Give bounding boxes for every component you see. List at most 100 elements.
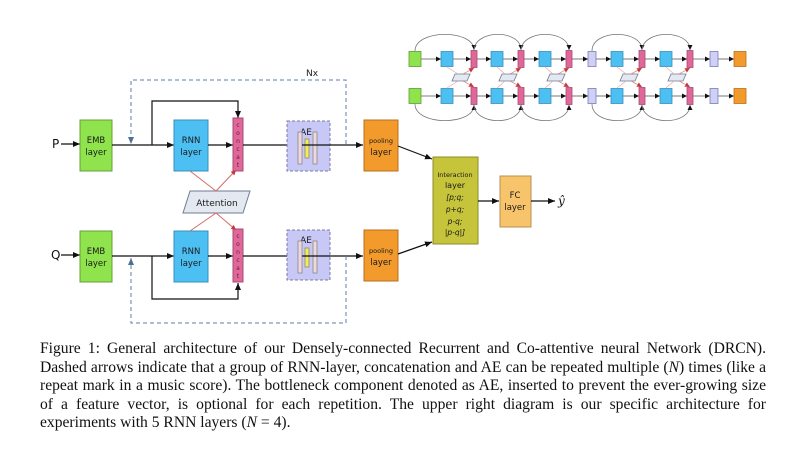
mini-rnn-block [659, 51, 673, 67]
mini-attention-block [498, 73, 518, 82]
rnn-layer-q-line2: layer [180, 259, 202, 269]
ae-bar-right-p [312, 131, 318, 165]
mini-attention-arrow [462, 67, 475, 75]
input-q-label: Q [51, 248, 60, 262]
mini-attention-arrow [557, 80, 570, 88]
ae-bar-center-q [304, 247, 310, 268]
mini-attention-arrow [678, 80, 691, 88]
concat-q-letters: concat [236, 233, 240, 280]
mini-attention-block [667, 73, 687, 82]
mini-rnn-block [538, 88, 552, 104]
skip-connection-q [151, 256, 241, 300]
caption-n-symbol: N [668, 358, 680, 376]
caption-label: Figure 1: [40, 340, 100, 357]
rnn-layer-p-line2: layer [180, 148, 202, 158]
concat-letter: c [236, 146, 239, 153]
emb-layer-q [79, 230, 113, 283]
fc-layer-line2: layer [504, 203, 526, 213]
attention-module: Attention [182, 169, 251, 232]
mini-attention-block [546, 73, 566, 82]
concat-letter: c [236, 233, 239, 240]
rnn-layer-p [173, 119, 209, 172]
rnn-layer-q [173, 230, 209, 283]
mini-skip-arc [414, 34, 477, 52]
attention-arrow-concat-q [215, 212, 237, 231]
mini-ae-block [709, 51, 719, 67]
mini-rnn-block [490, 88, 504, 104]
caption-text-1: General architecture of our Densely-conn… [40, 340, 766, 376]
ae-label-p: AE [300, 128, 312, 138]
fc-layer-line1: FC [510, 191, 521, 201]
pooling-layer-q-line1: pooling [369, 247, 393, 255]
interaction-op-1: p+q; [445, 205, 464, 214]
interaction-layer-title1: Interaction [437, 171, 472, 179]
mini-skip-arc [473, 103, 524, 122]
mini-concat-block [638, 50, 646, 68]
ae-label-q: AE [300, 236, 312, 246]
mini-concat-block [470, 50, 478, 68]
mini-emb-block [408, 88, 422, 104]
mini-attention-line [616, 66, 627, 75]
attention-arrow-concat-p [215, 169, 237, 192]
concat-letter: c [236, 257, 239, 264]
mini-ae-block [587, 51, 597, 67]
emb-layer-p-line1: EMB [87, 136, 106, 146]
concat-letter: a [236, 154, 240, 161]
mini-ae-block [709, 88, 719, 104]
mini-attention-line [496, 80, 506, 89]
attention-label: Attention [196, 199, 238, 209]
interaction-op-0: [p;q; [446, 193, 464, 202]
mini-skip-arc [414, 103, 477, 121]
architecture-diagram: P EMB layer RNN layer concat AE pooling … [51, 33, 747, 324]
repeat-dashed-arrow-p [128, 79, 347, 144]
concat-letter: n [236, 138, 240, 145]
mini-skip-arc [591, 103, 645, 122]
skip-connection-p [151, 100, 241, 145]
mini-skip-arc [520, 33, 572, 52]
caption-text-3: = 4). [256, 414, 291, 432]
interaction-layer-title2: layer [445, 181, 466, 190]
mini-skip-arc [473, 33, 524, 52]
attention-line-rnn-q [189, 212, 217, 232]
mini-rnn-block [538, 51, 552, 67]
mini-rnn-block [440, 51, 454, 67]
concat-letter: a [236, 265, 240, 272]
mini-attention-line [616, 80, 627, 89]
interaction-op-3: |p-q|] [445, 228, 465, 237]
concat-letter: o [236, 130, 240, 137]
attention-block [182, 190, 251, 214]
mini-attention-line [446, 66, 459, 75]
mini-skip-arc [641, 33, 693, 52]
mini-concat-block [517, 50, 525, 68]
pool-q-to-interaction-arrow [397, 241, 433, 255]
ae-bar-left-q [297, 240, 303, 274]
pooling-layer-q-line2: layer [370, 258, 392, 268]
mini-pool-block [733, 51, 747, 67]
mini-pool-block [733, 88, 747, 104]
output-head: Interaction layer [p;q; p+q; p-q; |p-q|]… [397, 145, 565, 255]
emb-layer-q-line2: layer [85, 259, 107, 269]
attention-line-rnn-p [189, 170, 217, 192]
fc-layer [499, 175, 532, 228]
mini-attention-line [544, 66, 554, 75]
input-p-label: P [52, 137, 59, 151]
interaction-layer [432, 156, 479, 245]
mini-attention-arrow [557, 67, 570, 75]
emb-layer-q-line1: EMB [87, 247, 106, 257]
pooling-layer-p-line1: pooling [369, 137, 393, 145]
mini-attention-arrow [509, 67, 522, 75]
mini-concat-block [686, 87, 694, 105]
mini-rnn-block [440, 88, 454, 104]
repeat-loop: Nx [128, 69, 347, 324]
pooling-layer-q [363, 229, 399, 282]
pooling-layer-p [363, 119, 399, 172]
mini-architecture-diagram [408, 33, 747, 122]
mini-attention-line [665, 66, 675, 75]
mini-concat-block [565, 50, 573, 68]
rnn-layer-q-line1: RNN [182, 247, 201, 257]
mini-concat-block [565, 87, 573, 105]
mini-rnn-block [490, 51, 504, 67]
caption-n-eq: N [246, 414, 257, 432]
figure-caption: Figure 1: General architecture of our De… [40, 340, 766, 433]
caption-text-2: ) times (like a repeat mark in a music s… [40, 358, 767, 432]
